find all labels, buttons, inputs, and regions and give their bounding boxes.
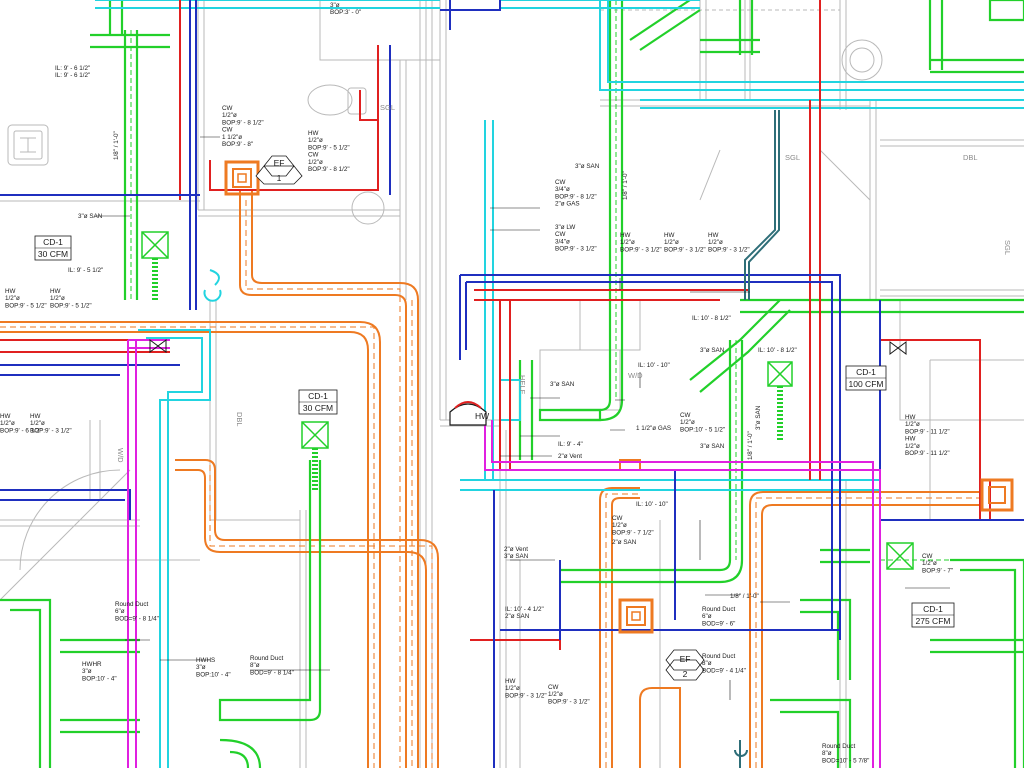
annotation: 3"ø SAN	[575, 163, 600, 170]
annotation: 1/8" / 1'-0"	[113, 131, 120, 160]
annotation: 2"ø SAN	[612, 539, 637, 546]
hot-water-recirc-piping	[127, 339, 881, 768]
room-dbl: DBL	[963, 153, 978, 162]
annotation: IL: 9' - 6 1/2"IL: 9' - 6 1/2"	[55, 65, 90, 79]
ceiling-diffuser-icon	[141, 231, 169, 300]
room-sgl: SGL	[1003, 240, 1012, 255]
annotation: 1 1/2"ø GAS	[636, 425, 671, 432]
tag-cd1-d[interactable]: CD-1 275 CFM	[911, 602, 955, 628]
tag-cd1-b[interactable]: CD-1 30 CFM	[298, 389, 338, 415]
tag-ef-1-num: 1	[277, 173, 282, 183]
tag-cd1-a[interactable]: CD-1 30 CFM	[34, 235, 72, 261]
annotation: 3"ø SAN	[755, 405, 762, 430]
water-heater-icon	[449, 401, 487, 426]
tag-ef-1[interactable]: EF 1	[255, 155, 303, 185]
gas-piping	[734, 110, 780, 768]
annotation: 1/8" / 1'-0"	[730, 593, 759, 600]
ductwork	[0, 190, 980, 768]
room-sgl: SGL	[785, 153, 800, 162]
tag-cd1-d-cfm: 275 CFM	[916, 616, 951, 626]
room-wd: W/D	[628, 371, 643, 380]
leader-lines	[95, 136, 950, 700]
annotation: IL: 10' - 8 1/2"	[692, 315, 731, 322]
tag-ef-2[interactable]: EF 2	[665, 649, 705, 681]
hot-water-piping	[0, 0, 991, 650]
ceiling-diffuser-icon	[886, 542, 914, 570]
annotation: 3"ø SAN	[78, 213, 103, 220]
tag-cd1-b-name: CD-1	[308, 391, 328, 401]
tag-cd1-a-name: CD-1	[43, 237, 63, 247]
exhaust-fan-icon	[618, 598, 654, 634]
annotation: IL: 9' - 5 1/2"	[68, 267, 103, 274]
tag-cd1-c[interactable]: CD-1 100 CFM	[845, 365, 887, 391]
tag-cd1-d-name: CD-1	[923, 604, 943, 614]
water-heater-label: HW	[475, 411, 489, 421]
annotation: 3"ø SAN	[550, 381, 575, 388]
annotation: 2"ø Vent	[558, 453, 582, 460]
annotation: IL: 9' - 4"	[558, 441, 583, 448]
annotation: 3"ø SAN	[700, 347, 725, 354]
annotation: IL: 10' - 10"	[638, 362, 670, 369]
annotation: IL: 10' - 8 1/2"	[758, 347, 797, 354]
room-sgl: SGL	[380, 103, 395, 112]
ceiling-diffuser-icon	[767, 361, 793, 440]
room-wd: W/D	[116, 448, 125, 463]
tag-cd1-a-cfm: 30 CFM	[38, 249, 68, 259]
room-help: HELF	[518, 375, 527, 395]
exhaust-fan-icon	[980, 478, 1014, 512]
annotation: IL: 10' - 10"	[636, 501, 668, 508]
room-dbl: DBL	[235, 412, 244, 427]
valve-icon	[149, 339, 907, 355]
tag-ef-2-num: 2	[683, 669, 688, 679]
annotation: 3"ø SAN	[700, 443, 725, 450]
annotation: 1/8" / 1'-0"	[747, 431, 754, 460]
ceiling-diffuser-icon	[301, 421, 329, 490]
tag-cd1-b-cfm: 30 CFM	[303, 403, 333, 413]
tag-ef-1-name: EF	[274, 158, 285, 168]
annotation: IL: 10' - 4 1/2"2"ø SAN	[505, 606, 544, 620]
tag-cd1-c-cfm: 100 CFM	[849, 379, 884, 389]
tag-cd1-c-name: CD-1	[856, 367, 876, 377]
annotation: 1/8" / 1'-0"	[622, 171, 629, 200]
tag-ef-2-name: EF	[680, 654, 691, 664]
